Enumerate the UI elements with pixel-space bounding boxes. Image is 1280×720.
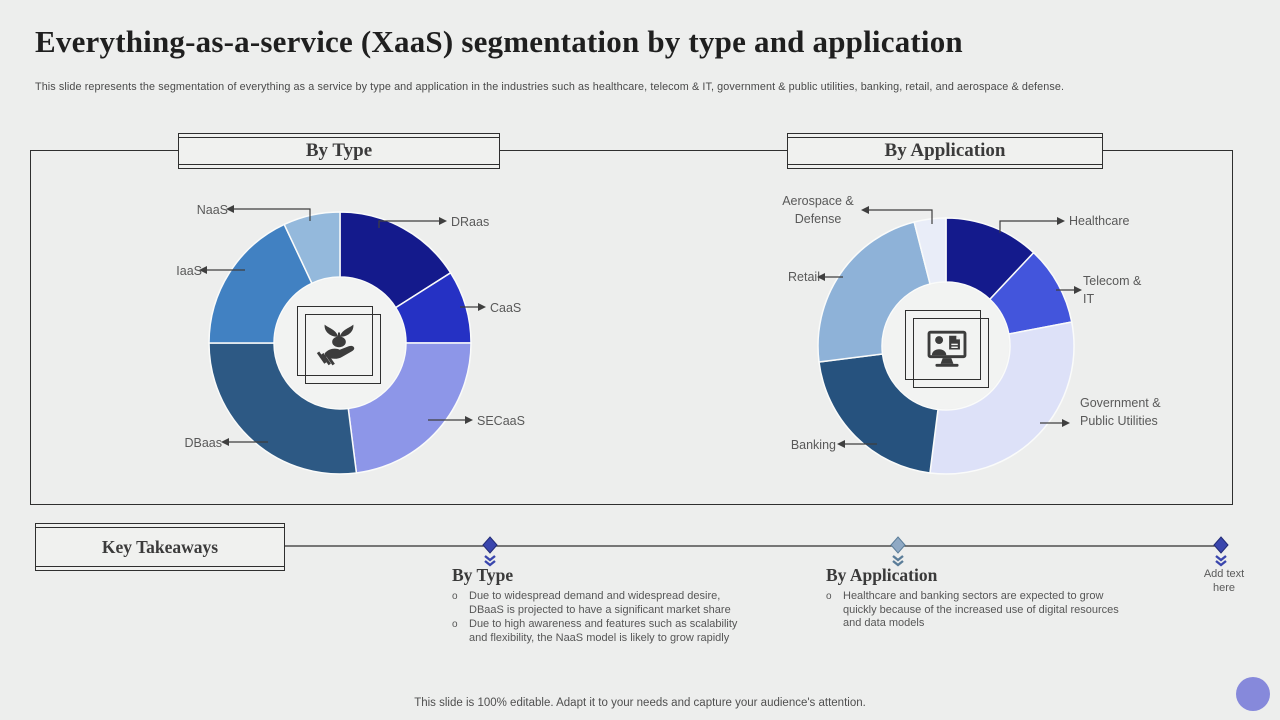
segment-label-draas: DRaas [451,215,490,229]
chart-area-frame [30,150,1233,505]
segment-label-caas: CaaS [490,301,522,315]
segment-label-government: Government & Public Utilities [1080,396,1161,428]
takeaway-bullet: o Due to high awareness and features suc… [452,618,754,645]
slide-subtitle: This slide represents the segmentation o… [35,81,1065,93]
timeline-marker-by-type [482,536,498,567]
donut-segment [817,221,931,363]
takeaway-text: Healthcare and banking sectors are expec… [843,590,1119,629]
segment-label-dbaas: DBaas [184,436,222,450]
by-application-header-label: By Application [884,140,1006,161]
takeaway-heading-by-application: By Application [826,565,938,585]
bullet-marker: o [452,591,458,602]
segment-label-retail: Retail [788,270,820,284]
decorative-circle [1236,677,1270,711]
segment-label-secaas: SECaaS [477,414,525,428]
segment-label-iaas: IaaS [176,264,202,278]
segment-label-banking: Banking [790,438,836,452]
add-text-here-placeholder[interactable]: Add text here [1203,568,1245,594]
segment-label-aerospace-defense: Aerospace & Defense [782,194,854,226]
bullet-marker: o [452,619,458,630]
takeaway-heading-by-type: By Type [452,565,514,585]
by-application-donut-chart [817,217,1075,475]
page-title: Everything-as-a-service (XaaS) segmentat… [35,24,963,59]
icon-frame-square [305,314,381,384]
takeaway-bullet: o Healthcare and banking sectors are exp… [826,590,1138,631]
takeaway-text: Due to high awareness and features such … [469,618,738,644]
plant-in-hand-icon [316,324,355,366]
key-takeaways-label: Key Takeaways [101,536,219,557]
by-application-center-icon-frame [905,310,991,390]
donut-segment [818,353,939,474]
takeaway-list-by-application: o Healthcare and banking sectors are exp… [826,590,1138,632]
icon-frame-square [297,306,373,376]
by-type-center-icon-frame [297,306,383,386]
footer-note: This slide is 100% editable. Adapt it to… [414,697,866,709]
takeaway-text: Due to widespread demand and widespread … [469,590,731,616]
donut-segment [347,342,472,474]
timeline-marker-by-application [890,536,906,567]
donut-segment [929,321,1075,475]
bullet-marker: o [826,591,832,602]
by-type-header-box: By Type [178,133,500,169]
monitor-user-report-icon [927,330,967,367]
icon-frame-square [913,318,989,388]
by-application-header-box: By Application [787,133,1103,169]
segment-label-naas: NaaS [196,203,228,217]
segment-label-telecom-it: Telecom & IT [1083,274,1142,306]
takeaway-list-by-type: o Due to widespread demand and widesprea… [452,590,754,646]
key-takeaways-box: Key Takeaways [35,523,285,571]
takeaway-bullet: o Due to widespread demand and widesprea… [452,590,754,617]
icon-frame-square [905,310,981,380]
by-type-header-label: By Type [305,140,373,161]
timeline-marker-add-text [1213,536,1229,567]
donut-segment [208,342,358,475]
segment-label-healthcare: Healthcare [1069,214,1130,228]
